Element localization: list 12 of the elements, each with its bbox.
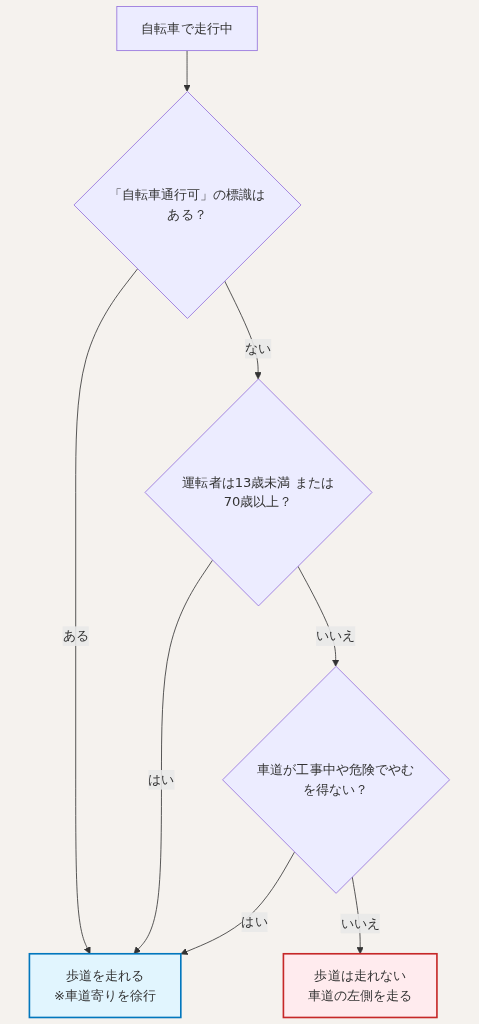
node-diamond: 運転者は13歳未満 または70歳以上？ <box>144 378 373 607</box>
edge-label: いいえ <box>316 627 356 644</box>
node-box: 自転車で走行中 <box>116 6 258 52</box>
edge-label: ある <box>62 627 89 644</box>
node-box: 歩道を走れる ※車道寄りを徐行 <box>28 952 182 1019</box>
edge-label: ない <box>245 340 272 357</box>
edge-label: はい <box>241 914 268 930</box>
node-diamond: 「自転車通行可」の標識はある？ <box>73 91 302 319</box>
node-diamond: 車道が工事中や危険でやむを得ない？ <box>222 665 450 894</box>
edge-label: いいえ <box>340 915 380 931</box>
node-box: 歩道は走れない 車道の左側を走る <box>282 952 438 1019</box>
edge-label: はい <box>148 771 175 788</box>
